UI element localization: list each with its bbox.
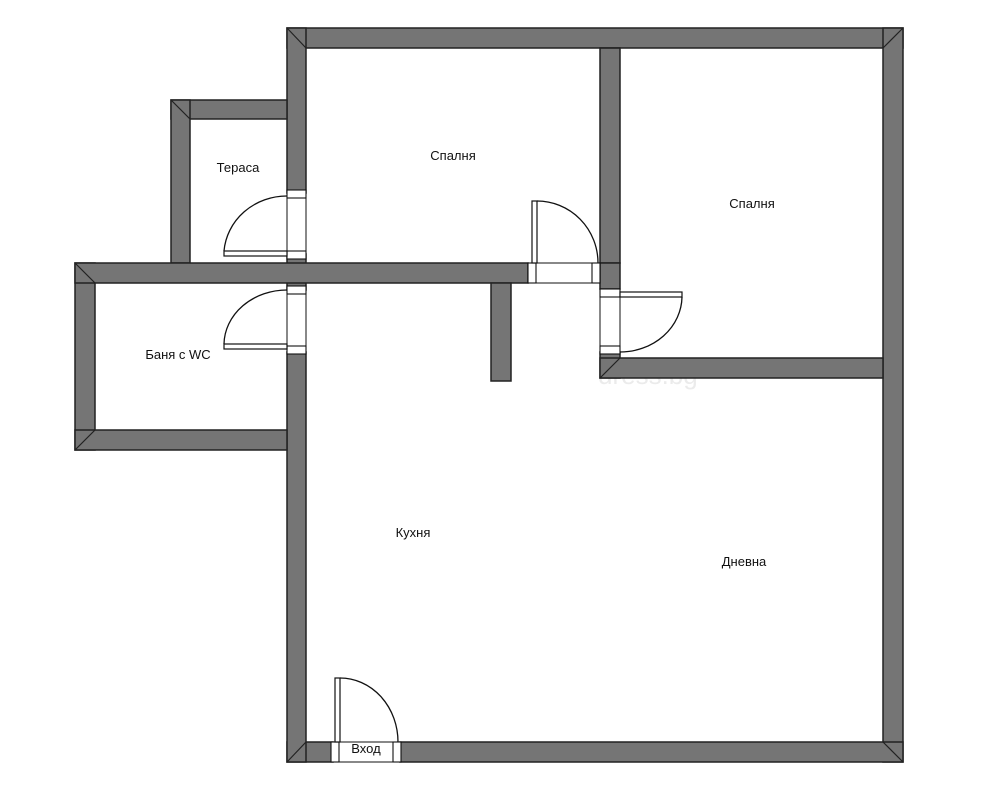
wall-bottom-right [399,741,904,763]
door-bathroom [223,285,307,355]
door-entrance [330,677,402,763]
door-terrace [223,189,307,260]
wall-bath-left [74,262,96,451]
label-bathroom: Баня с WC [145,347,210,362]
wall-bath-bottom [74,429,288,451]
wall-top [286,27,904,49]
wall-bedroom2-bottom [599,357,884,379]
wall-left-top [286,27,307,194]
wall-bedrooms-divider [599,47,621,264]
wall-bedrooms-divider-low [599,262,621,290]
label-entrance: Вход [351,741,381,756]
label-living-room: Дневна [722,554,767,569]
door-bedroom-2 [599,288,683,355]
wall-left-low [286,351,307,763]
label-kitchen: Кухня [396,525,431,540]
door-bedroom-1 [527,200,601,284]
wall-terrace-left [170,99,191,264]
label-bedroom-2: Спалня [729,196,774,211]
wall-middle-horizontal [74,262,529,284]
label-terrace: Тераса [217,160,260,175]
wall-kitchen-partition [490,282,512,382]
wall-bevels [74,27,904,763]
wall-right [882,27,904,763]
walls [74,27,904,763]
label-bedroom-1: Спалня [430,148,475,163]
